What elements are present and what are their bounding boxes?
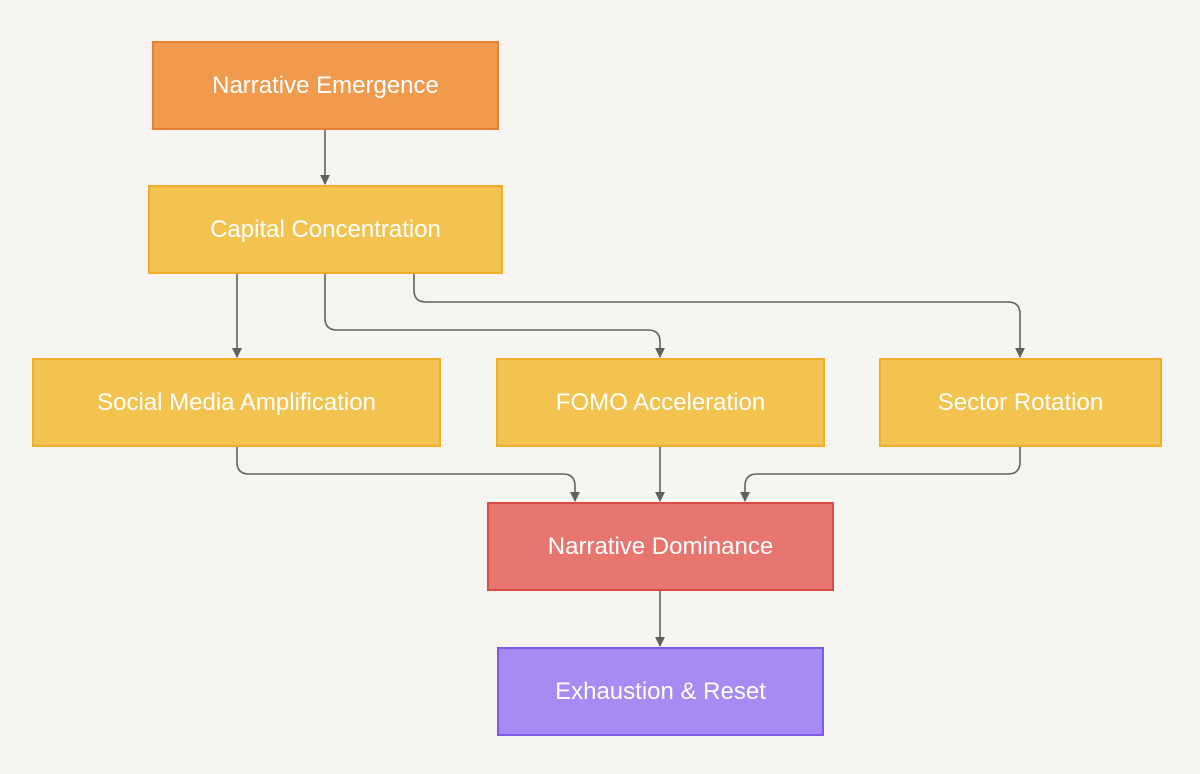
node-sector-rotation: Sector Rotation xyxy=(879,358,1162,447)
node-label: Narrative Emergence xyxy=(212,71,439,99)
edge-social-to-dominance xyxy=(236,447,580,502)
node-exhaustion-reset: Exhaustion & Reset xyxy=(497,647,824,736)
node-label: Capital Concentration xyxy=(210,215,441,243)
node-narrative-emergence: Narrative Emergence xyxy=(152,41,499,130)
node-fomo-acceleration: FOMO Acceleration xyxy=(496,358,825,447)
node-capital-concentration: Capital Concentration xyxy=(148,185,503,274)
edge-capital-to-fomo xyxy=(324,274,665,358)
node-label: Exhaustion & Reset xyxy=(555,677,766,705)
node-label: Sector Rotation xyxy=(937,388,1104,416)
edge-capital-to-sector xyxy=(413,274,1025,358)
node-narrative-dominance: Narrative Dominance xyxy=(487,502,834,591)
node-label: FOMO Acceleration xyxy=(555,388,766,416)
edge-sector-to-dominance xyxy=(740,447,1021,502)
node-label: Narrative Dominance xyxy=(547,532,774,560)
node-social-media-amplification: Social Media Amplification xyxy=(32,358,441,447)
node-label: Social Media Amplification xyxy=(97,388,376,416)
